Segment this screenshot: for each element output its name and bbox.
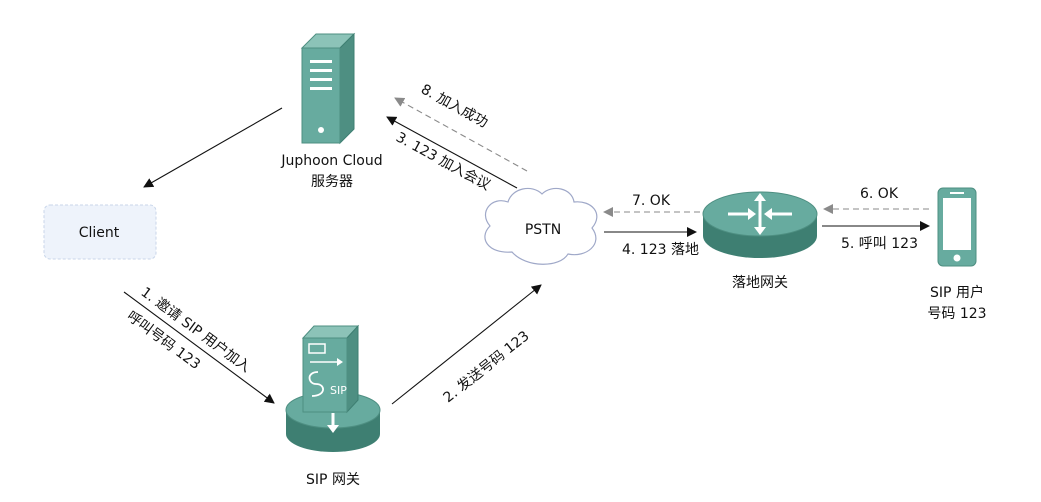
sip-gateway-icon: SIP [285, 324, 381, 452]
edge-step7-label: 7. OK [632, 193, 671, 209]
server-label-line1: Juphoon Cloud [280, 153, 382, 169]
sip-user-label-line1: SIP 用户 [930, 284, 984, 301]
router-icon [702, 191, 818, 258]
edge-step8-arrow [394, 97, 528, 172]
pstn-label: PSTN [525, 222, 561, 238]
edge-step2-label: 2. 发送号码 123 [441, 328, 533, 406]
edge-step1-arrow [123, 291, 275, 404]
edge-step8-label: 8. 加入成功 [418, 81, 490, 131]
edge-server-to-client [143, 107, 283, 188]
edge-step5-label: 5. 呼叫 123 [841, 236, 918, 252]
edge-step3-label: 3. 123 加入会议 [393, 129, 493, 193]
phone-icon [937, 187, 977, 267]
landing-gateway-label: 落地网关 [732, 275, 788, 291]
sip-gateway-label: SIP 网关 [306, 472, 360, 488]
server-label-line2: 服务器 [311, 174, 353, 190]
sip-user-label-line2: 号码 123 [927, 306, 986, 322]
server-icon [300, 32, 356, 145]
edge-step6-label: 6. OK [860, 186, 899, 202]
edge-step2-arrow [391, 284, 542, 405]
pstn-cloud-icon [484, 187, 598, 265]
edge-step3-arrow [386, 116, 518, 189]
client-box [43, 204, 157, 260]
sip-gateway-icon-text: SIP [330, 384, 347, 397]
client-label: Client [79, 225, 120, 241]
edge-step4-label: 4. 123 落地 [622, 242, 699, 258]
